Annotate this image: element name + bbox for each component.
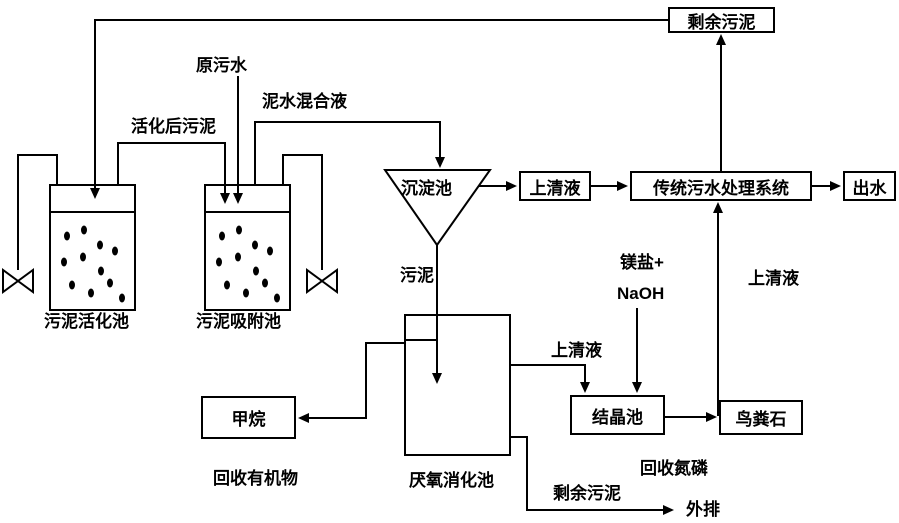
supernatant-box: 上清液	[519, 171, 591, 201]
discharge-label: 外排	[686, 500, 720, 519]
raw-sewage-label: 原污水	[196, 56, 247, 75]
recover-organics-label: 回收有机物	[213, 469, 298, 488]
sludge-label: 污泥	[400, 266, 434, 285]
sludge-adsorption-tank-shape	[204, 184, 291, 311]
flow-arrows	[90, 19, 841, 515]
surplus-sludge-box: 剩余污泥	[668, 7, 775, 33]
sludge-adsorption-tank-label: 污泥吸附池	[196, 312, 281, 331]
aerator-bowtie-icon	[282, 154, 338, 294]
sludge-activation-tank-shape	[49, 184, 136, 311]
crystallization-tank-box: 结晶池	[570, 395, 665, 435]
surplus-sludge-bottom-label: 剩余污泥	[553, 484, 621, 503]
sludge-particles	[61, 225, 280, 303]
traditional-treatment-system-box: 传统污水处理系统	[630, 171, 812, 201]
naoh-label: NaOH	[617, 284, 665, 303]
supernatant-right-label: 上清液	[748, 269, 799, 288]
anaerobic-digester-shape	[404, 314, 511, 456]
magnesium-salt-label: 镁盐+	[620, 253, 664, 272]
activated-sludge-label: 活化后污泥	[131, 117, 216, 136]
sedimentation-tank-shape	[383, 169, 492, 247]
mud-water-mixture-label: 泥水混合液	[262, 92, 347, 111]
methane-box: 甲烷	[201, 396, 296, 439]
struvite-box: 鸟粪石	[719, 400, 803, 435]
sedimentation-tank-label: 沉淀池	[401, 179, 452, 198]
anaerobic-digestion-tank-label: 厌氧消化池	[409, 471, 494, 490]
sludge-activation-tank-label: 污泥活化池	[44, 312, 129, 331]
recover-nitrogen-phosphorus-label: 回收氮磷	[640, 459, 708, 478]
effluent-box: 出水	[843, 171, 896, 201]
supernatant-lower-label: 上清液	[551, 341, 602, 360]
aerator-bowtie-icon	[1, 154, 58, 294]
